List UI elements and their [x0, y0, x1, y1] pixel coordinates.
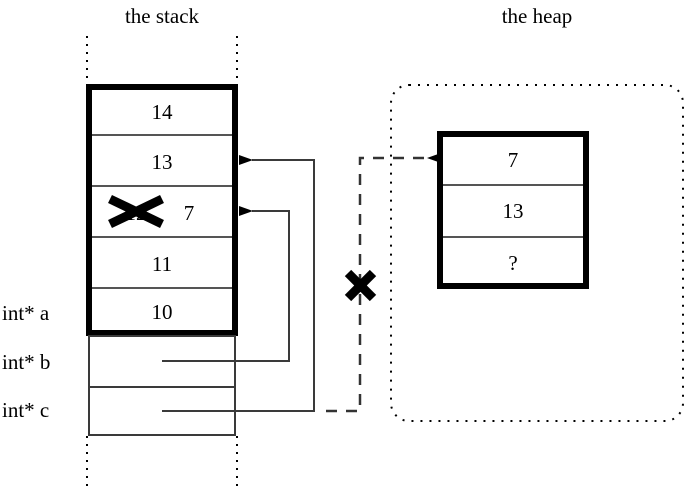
cross-out-heap-pointer-icon — [344, 269, 377, 302]
cross-out-stack-value-icon — [108, 194, 164, 229]
heap-cell-value-1: 13 — [502, 199, 524, 223]
stack-region-boundary — [86, 36, 238, 489]
heap-cell-value-0: 7 — [507, 148, 519, 172]
pointer-c-to-heap-dashed — [326, 153, 441, 413]
stack-variable-box — [88, 335, 236, 436]
stack-frame-box — [86, 84, 238, 336]
stack-cell-value-1: 13 — [151, 150, 173, 174]
stack-variable-label-b: int* b — [2, 350, 51, 374]
heap-box — [437, 131, 589, 289]
pointer-c-to-stack-cell-13 — [162, 155, 315, 412]
stack-variable-label-c: int* c — [2, 398, 50, 422]
stack-cell-value-4: 10 — [151, 300, 173, 324]
heap-region-title: the heap — [501, 4, 573, 28]
stack-cell-value-3: 11 — [151, 252, 173, 276]
heap-cell-value-2: ? — [508, 251, 518, 275]
heap-region-boundary — [390, 84, 684, 422]
pointer-b-to-stack-cell-7 — [162, 206, 290, 362]
stack-cell-value-0: 14 — [151, 100, 173, 124]
stack-cell-value-2-replacement: 7 — [183, 201, 195, 225]
stack-region-title: the stack — [124, 4, 200, 28]
stack-variable-label-a: int* a — [2, 301, 50, 325]
stack-cell-value-2-struck: 12 — [125, 201, 147, 225]
